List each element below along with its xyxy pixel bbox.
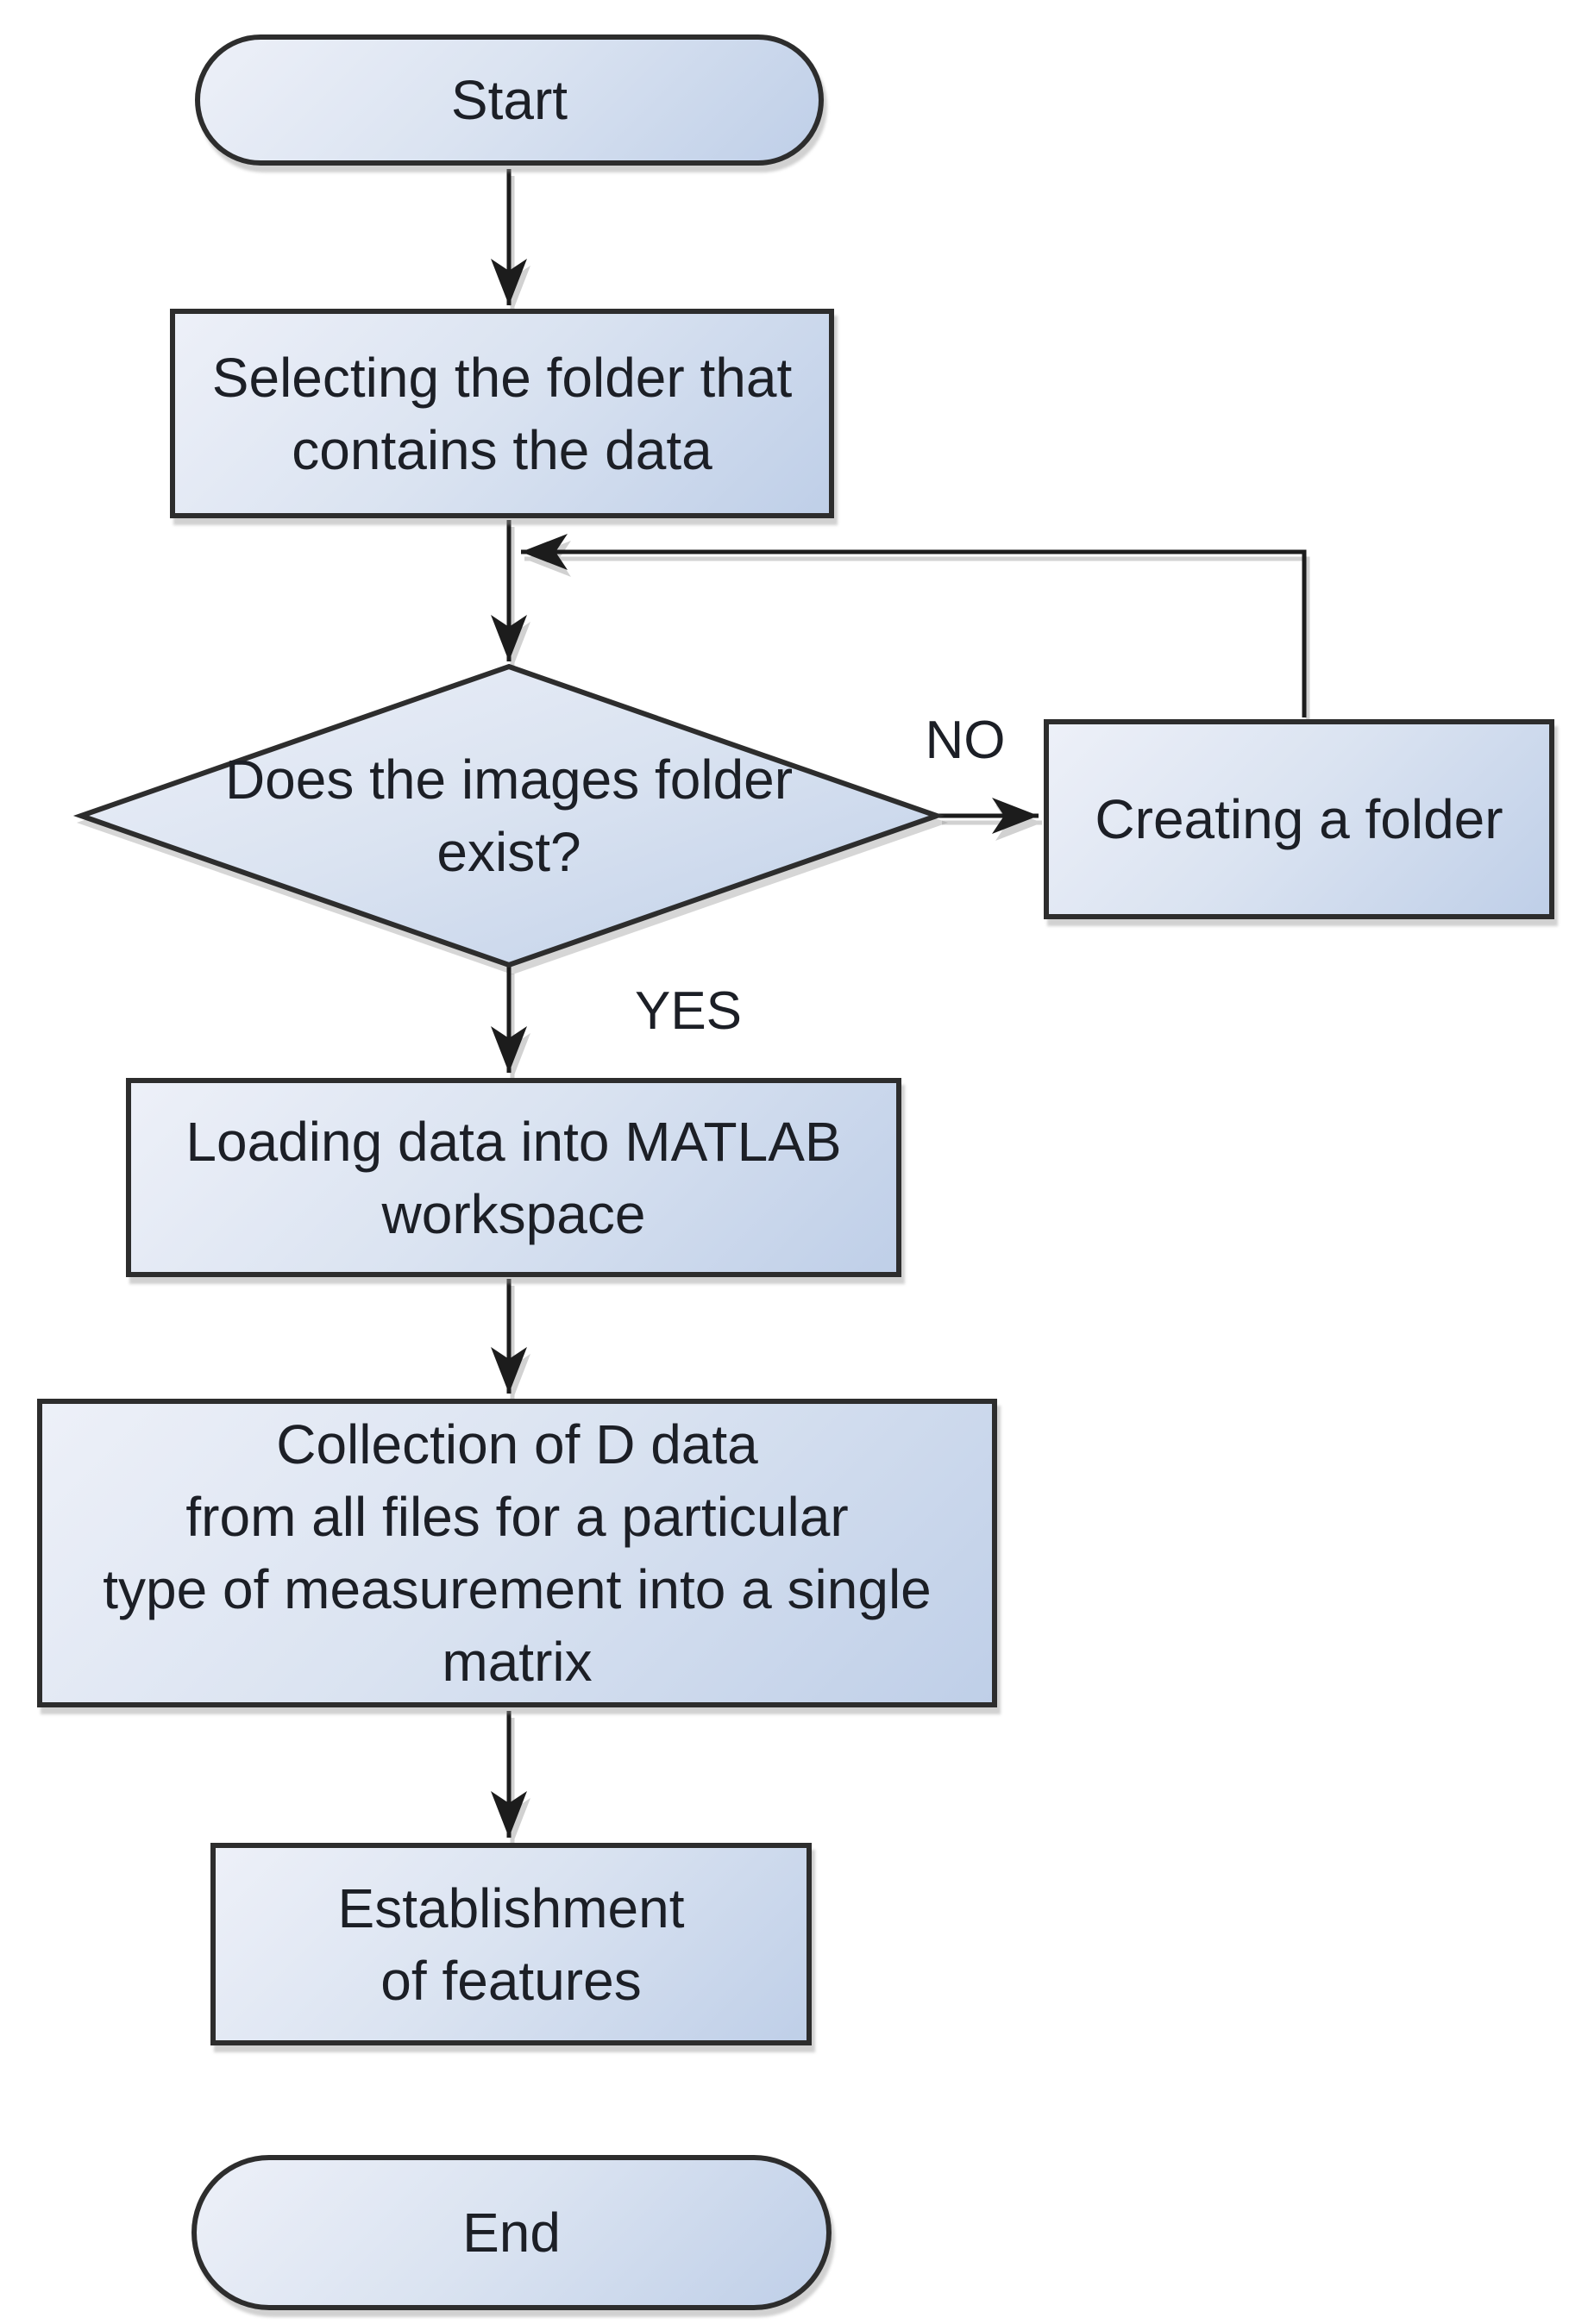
node-end-label: End — [462, 2202, 561, 2264]
node-load-data-label-line2: workspace — [381, 1182, 646, 1245]
decision-diamond — [72, 663, 945, 968]
node-features-label-line1: Establishment — [337, 1876, 685, 1939]
edge-label-yes: YES — [634, 980, 743, 1041]
edge-label-no: NO — [925, 710, 1006, 770]
node-select-folder: Selecting the folder that contains the d… — [170, 309, 834, 518]
node-folder-exists-label-line2: exist? — [436, 820, 581, 883]
node-load-data-label-line1: Loading data into MATLAB — [185, 1110, 842, 1173]
node-create-folder: Creating a folder — [1044, 719, 1554, 919]
node-collect-data-label-line1: Collection of D data — [276, 1413, 758, 1475]
node-load-data: Loading data into MATLAB workspace — [126, 1078, 901, 1277]
node-start-label: Start — [450, 69, 568, 131]
node-select-folder-label-line2: contains the data — [292, 418, 712, 481]
node-collect-data-label-line4: matrix — [442, 1631, 593, 1693]
node-create-folder-label: Creating a folder — [1095, 788, 1503, 850]
node-features: Establishment of features — [210, 1843, 812, 2045]
node-folder-exists-label-line1: Does the images folder — [224, 748, 794, 811]
node-folder-exists-label: Does the images folder exist? — [121, 740, 897, 891]
node-select-folder-label-line1: Selecting the folder that — [211, 346, 793, 409]
edge-create-feedback — [521, 534, 1307, 717]
node-collect-data: Collection of D data from all files for … — [37, 1399, 997, 1707]
node-start: Start — [195, 34, 824, 166]
node-collect-data-label-line2: from all files for a particular — [185, 1486, 849, 1548]
node-end: End — [191, 2155, 832, 2310]
node-features-label-line2: of features — [380, 1949, 642, 2012]
node-collect-data-label-line3: type of measurement into a single — [103, 1558, 932, 1620]
